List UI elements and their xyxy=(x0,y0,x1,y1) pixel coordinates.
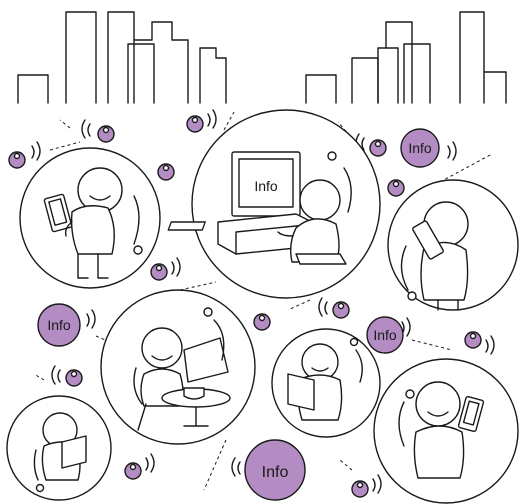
signal-dot-icon xyxy=(370,140,386,156)
signal-dot-icon xyxy=(465,332,481,348)
city-skyline-left xyxy=(18,12,226,103)
scene-phone-user-right xyxy=(374,359,518,503)
signal-dot-icon xyxy=(98,126,114,142)
scene-cafe-laptop-user xyxy=(101,290,255,444)
info-bubble-4: Info xyxy=(245,440,305,500)
signal-dot-icon xyxy=(151,264,167,280)
signal-dot-icon xyxy=(254,314,270,330)
info-bubble-2: Info xyxy=(38,304,80,346)
city-skyline-right xyxy=(306,12,506,103)
scene-book-reader-left xyxy=(7,396,111,500)
signal-dot-icon xyxy=(333,302,349,318)
signal-dot-icon xyxy=(187,116,203,132)
info-bubble-label: Info xyxy=(408,140,432,156)
monitor-info-label: Info xyxy=(254,178,278,194)
signal-dot-icon xyxy=(125,463,141,479)
info-bubble-1: Info xyxy=(401,129,439,167)
signal-dot-icon xyxy=(352,481,368,497)
signal-dot-icon xyxy=(66,370,82,386)
scene-computer-user: Info xyxy=(168,110,380,298)
signal-dot-icon xyxy=(9,152,25,168)
info-bubble-label: Info xyxy=(47,317,71,333)
scene-book-reader-center xyxy=(272,329,380,437)
scene-tablet-user-left xyxy=(20,148,160,288)
signal-dot-icon xyxy=(388,180,404,196)
info-bubble-3: Info xyxy=(367,317,403,353)
signal-dot-icon xyxy=(158,164,174,180)
scene-tablet-user-right xyxy=(388,180,518,310)
info-bubble-label: Info xyxy=(262,464,289,481)
info-bubble-label: Info xyxy=(373,327,397,343)
